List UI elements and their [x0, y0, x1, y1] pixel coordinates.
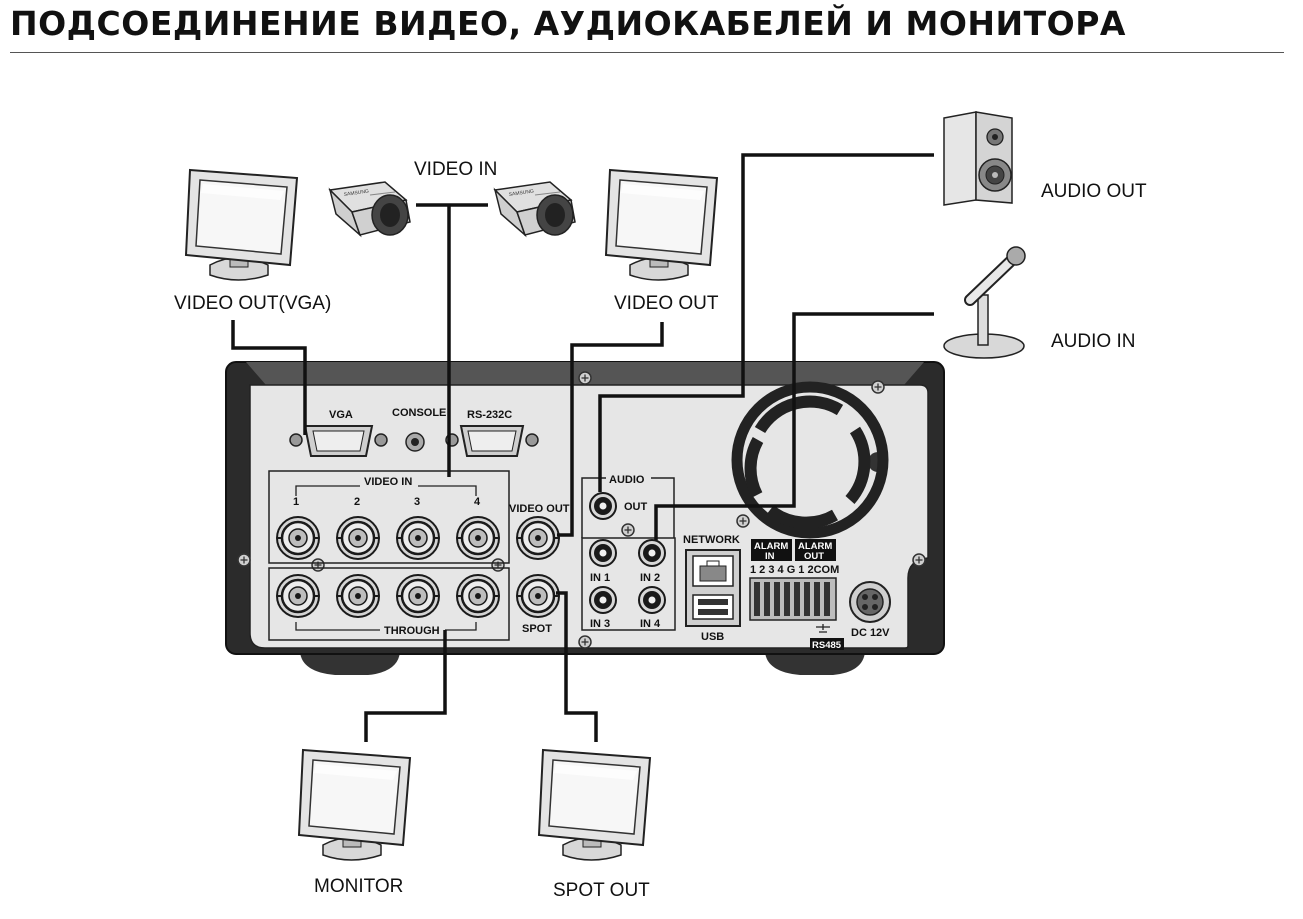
video-out-label: VIDEO OUT	[614, 293, 719, 314]
vga-label: VGA	[329, 409, 353, 421]
alarm-terminal[interactable]: ALARM IN ALARM OUT 1 2 3 4 G 1 2COM RS48…	[749, 539, 844, 651]
cable-video-out	[557, 322, 664, 537]
main-monitor-icon	[298, 749, 411, 861]
audio-in-4-jack[interactable]	[638, 586, 666, 614]
audio-out-label: OUT	[624, 501, 648, 513]
cable-monitor	[364, 630, 447, 742]
audio-in-2-jack[interactable]	[638, 539, 666, 567]
rs485-label: RS485	[812, 640, 842, 651]
alarm-in-label-1: ALARM	[754, 541, 788, 552]
dc12v-port[interactable]: DC 12V	[849, 581, 891, 639]
ch4-label: 4	[474, 496, 481, 508]
in3-label: IN 3	[590, 618, 610, 630]
cable-audio-out	[598, 153, 934, 492]
spot-bnc[interactable]	[515, 573, 561, 619]
speaker-icon	[943, 111, 1013, 206]
audio-out-speaker-label: AUDIO OUT	[1041, 181, 1147, 202]
audio-in-mic-label: AUDIO IN	[1051, 331, 1135, 352]
spot-port[interactable]: SPOT	[515, 573, 561, 635]
audio-out-jack[interactable]	[589, 492, 617, 520]
vga-monitor-icon	[185, 169, 298, 281]
video-out-panel-label: VIDEO OUT	[509, 503, 570, 515]
video-in-3-bnc[interactable]	[395, 515, 441, 561]
alarm-out-label-2: OUT	[804, 551, 824, 562]
cable-vga	[231, 320, 307, 435]
video-out-port[interactable]: VIDEO OUT	[509, 503, 570, 561]
video-in-group: VIDEO IN 1 2 3 4	[268, 470, 510, 564]
video-out-monitor-icon	[605, 169, 718, 281]
video-in-4-bnc[interactable]	[455, 515, 501, 561]
spot-label: SPOT	[522, 623, 552, 635]
vga-port[interactable]: VGA	[289, 409, 388, 457]
video-out-bnc[interactable]	[515, 515, 561, 561]
network-label: NETWORK	[683, 534, 740, 546]
rs232c-label: RS-232C	[467, 409, 512, 421]
console-label: CONSOLE	[392, 407, 446, 419]
audio-label: AUDIO	[609, 474, 645, 486]
cable-spot-out	[556, 591, 598, 742]
camera-1-icon	[329, 181, 411, 236]
through-3-bnc[interactable]	[395, 573, 441, 619]
through-1-bnc[interactable]	[275, 573, 321, 619]
ch3-label: 3	[414, 496, 420, 508]
usb-label: USB	[701, 631, 724, 643]
in4-label: IN 4	[640, 618, 661, 630]
video-in-label: VIDEO IN	[364, 476, 412, 488]
through-label: THROUGH	[384, 625, 440, 637]
audio-in-3-jack[interactable]	[589, 586, 617, 614]
ch2-label: 2	[354, 496, 360, 508]
monitor-label: MONITOR	[314, 876, 403, 897]
spot-monitor-icon	[538, 749, 651, 861]
in1-label: IN 1	[590, 572, 610, 584]
microphone-icon	[943, 246, 1026, 359]
through-group: THROUGH	[268, 567, 510, 641]
video-out-vga-label: VIDEO OUT(VGA)	[174, 293, 331, 314]
cables	[231, 153, 934, 742]
alarm-out-label-1: ALARM	[798, 541, 832, 552]
title-divider	[10, 52, 1284, 53]
video-in-cameras-label: VIDEO IN	[414, 159, 497, 180]
camera-2-icon	[494, 181, 576, 236]
video-in-2-bnc[interactable]	[335, 515, 381, 561]
alarm-in-label-2: IN	[765, 551, 775, 562]
audio-in-1-jack[interactable]	[589, 539, 617, 567]
page-title: ПОДСОЕДИНЕНИЕ ВИДЕО, АУДИОКАБЕЛЕЙ И МОНИ…	[10, 4, 1126, 43]
video-in-1-bnc[interactable]	[275, 515, 321, 561]
usb-port[interactable]: USB	[692, 594, 734, 643]
dc12v-label: DC 12V	[851, 627, 890, 639]
fan-vent	[731, 381, 889, 539]
cable-audio-in	[654, 312, 934, 540]
through-4-bnc[interactable]	[455, 573, 501, 619]
spot-out-label: SPOT OUT	[553, 880, 650, 901]
through-2-bnc[interactable]	[335, 573, 381, 619]
alarm-pins-label: 1 2 3 4 G 1 2COM	[750, 564, 839, 576]
camera-1-brand: SAMSUNG	[343, 189, 369, 198]
camera-2-brand: SAMSUNG	[508, 189, 534, 198]
console-port[interactable]: CONSOLE	[392, 407, 446, 452]
audio-group: AUDIO OUT IN 1 IN 2 IN 3 IN 4	[581, 474, 676, 631]
ch1-label: 1	[293, 496, 299, 508]
in2-label: IN 2	[640, 572, 660, 584]
cable-video-in	[416, 203, 488, 477]
